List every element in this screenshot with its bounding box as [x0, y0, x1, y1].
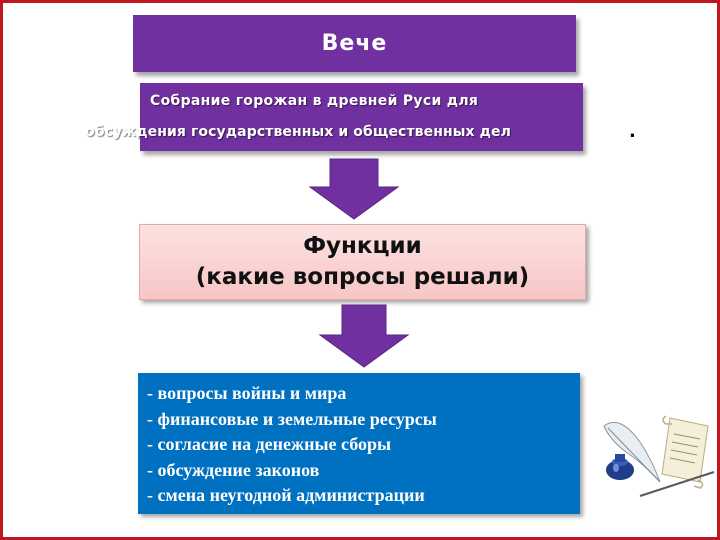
list-item: - смена неугодной администрации	[147, 485, 425, 505]
functions-list: - вопросы войны и мира - финансовые и зе…	[138, 373, 580, 514]
definition-period: .	[629, 121, 636, 142]
list-item: - вопросы войны и мира	[147, 383, 347, 403]
down-arrow-1	[308, 158, 400, 220]
title-text: Вече	[321, 31, 388, 56]
definition-line-1: Собрание горожан в древней Руси для	[150, 93, 479, 109]
title-box: Вече	[133, 15, 576, 72]
functions-title: Функции	[303, 233, 422, 259]
definition-box	[140, 83, 583, 151]
list-item: - обсуждение законов	[147, 459, 320, 480]
functions-subtitle: (какие вопросы решали)	[195, 264, 530, 290]
list-item: - финансовые и земельные ресурсы	[147, 408, 437, 429]
list-item: - согласие на денежные сборы	[147, 434, 392, 454]
functions-box: Функции (какие вопросы решали)	[139, 224, 586, 300]
down-arrow-2	[318, 304, 410, 368]
definition-line-2: обсуждения государственных и общественны…	[85, 124, 511, 140]
quill-inkwell-scroll-icon	[603, 415, 715, 497]
